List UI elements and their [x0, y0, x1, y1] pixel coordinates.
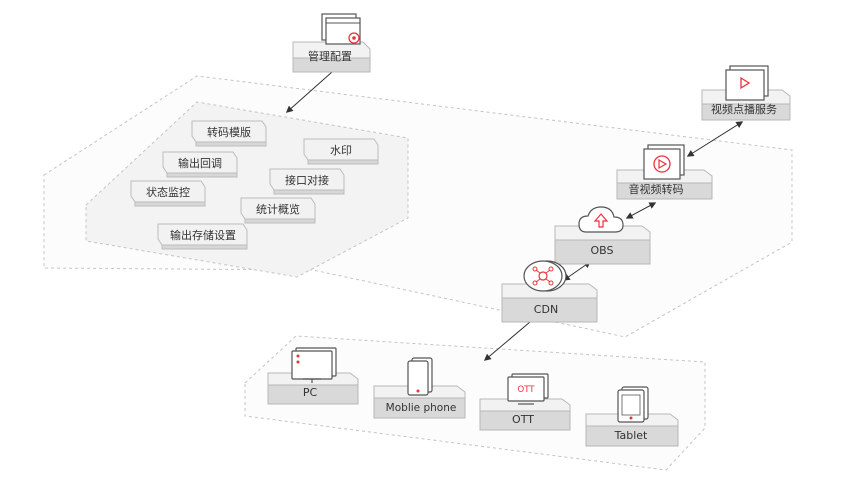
obs-service-block: OBS	[554, 206, 651, 265]
window-gear-icon	[321, 13, 361, 45]
device-label: Moblie phone	[386, 402, 457, 414]
feature-label: 统计概览	[256, 202, 300, 216]
device-tablet-block: Tablet	[585, 386, 679, 447]
tablet-icon	[617, 386, 649, 423]
network-hub-icon	[523, 260, 567, 292]
phone-icon	[407, 357, 433, 396]
device-label: Tablet	[614, 429, 648, 442]
service-label: OBS	[591, 244, 614, 257]
service-label: 视频点播服务	[711, 102, 777, 116]
device-phone-block: Moblie phone	[373, 357, 466, 419]
vod-service-block: 视频点播服务	[701, 65, 791, 121]
feature-card[interactable]: 水印	[303, 138, 379, 165]
feature-card[interactable]: 统计概览	[240, 197, 316, 224]
feature-card[interactable]: 输出回调	[162, 151, 238, 178]
device-ott-block: OTT OTT	[479, 373, 571, 431]
management-label: 管理配置	[308, 49, 352, 63]
tv-screen-text: OTT	[518, 385, 536, 395]
feature-label: 输出回调	[178, 156, 222, 170]
tv-icon: OTT	[507, 373, 549, 405]
feature-card[interactable]: 输出存储设置	[157, 223, 248, 250]
feature-card[interactable]: 状态监控	[130, 180, 206, 207]
device-pc-block: PC	[267, 347, 359, 405]
play-circle-icon	[643, 144, 685, 180]
feature-list: 转码模版 水印 输出回调 接口对接 状态监控 统计概览	[130, 120, 379, 250]
play-window-icon	[725, 65, 769, 101]
connector-management-features	[285, 71, 333, 113]
cloud-upload-icon	[578, 206, 624, 233]
connector-transcode-obs	[625, 202, 657, 219]
service-label: CDN	[534, 303, 558, 316]
service-label: 音视频转码	[629, 182, 684, 196]
device-label: PC	[303, 386, 318, 399]
management-block: 管理配置	[292, 13, 371, 73]
feature-label: 转码模版	[207, 125, 251, 139]
feature-label: 状态监控	[146, 185, 190, 199]
device-label: OTT	[512, 413, 534, 426]
transcode-service-block: 音视频转码	[616, 144, 713, 200]
cdn-service-block: CDN	[501, 260, 598, 323]
feature-card[interactable]: 转码模版	[191, 120, 267, 147]
monitor-icon	[291, 347, 337, 383]
feature-label: 水印	[330, 144, 352, 157]
connector-cdn-devices	[483, 321, 531, 361]
feature-label: 接口对接	[285, 173, 329, 187]
connector-vod-transcode	[686, 121, 744, 157]
feature-label: 输出存储设置	[170, 228, 236, 242]
feature-card[interactable]: 接口对接	[269, 168, 345, 195]
connector-obs-cdn	[562, 261, 592, 281]
